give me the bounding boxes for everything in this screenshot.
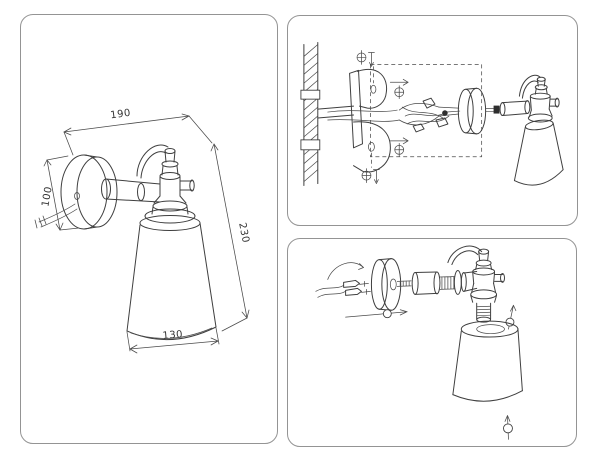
direction-arrow-icon: [389, 78, 409, 86]
screw-head-icon: [394, 85, 405, 100]
screw-head-icon: [361, 168, 372, 183]
lamp-socket: [144, 195, 196, 224]
dimension-drawing: 190 100 230: [34, 108, 251, 354]
wall-section: [300, 42, 321, 187]
lamp-arm: [499, 100, 531, 117]
dimension-arm-length: 190: [63, 108, 213, 156]
supply-wire: [34, 203, 78, 229]
panel-wall-mounting: [287, 15, 578, 226]
wall-mounting-drawing: [300, 42, 564, 187]
screw-head-icon: [356, 50, 367, 65]
panel-dimension-drawing: 190 100 230: [20, 14, 278, 444]
supply-wires: [315, 262, 371, 298]
mounting-bracket: [317, 66, 391, 173]
dimension-shade: 130: [126, 327, 220, 354]
direction-arrow-icon: [503, 415, 513, 440]
screw-icon: [373, 169, 380, 184]
lamp-arm: [101, 178, 161, 203]
lamp-arm: [460, 270, 478, 292]
lamp-body: [447, 245, 505, 303]
assembly-drawing: [315, 245, 523, 440]
panel-assembly-steps: [287, 238, 577, 447]
canopy-disc: [457, 87, 500, 135]
direction-arrow-icon: [389, 137, 409, 145]
dimension-backplate: 100: [40, 155, 80, 231]
wall-backplate: [60, 154, 118, 230]
mounting-zone-outline: [370, 64, 483, 158]
canopy-disc: [370, 258, 412, 311]
dimension-label-height: 230: [236, 222, 251, 244]
threaded-coupler: [411, 270, 462, 295]
dimension-label-arm-length: 190: [110, 108, 132, 122]
lamp-shade: [513, 119, 564, 186]
dimension-label-backplate: 100: [40, 185, 54, 207]
dimension-label-shade: 130: [162, 329, 183, 342]
socket-thread: [476, 302, 492, 323]
screw-icon: [368, 52, 375, 67]
screw-head-icon: [394, 142, 405, 157]
lamp-body: [518, 74, 560, 123]
wire-bundle: [327, 97, 461, 133]
dimension-height: 230: [210, 143, 251, 332]
direction-arrow-icon: [345, 309, 408, 319]
lamp-body: [159, 148, 195, 197]
gooseneck-tube: [136, 144, 169, 179]
lamp-shade: [126, 215, 217, 340]
lamp-shade: [452, 320, 523, 402]
